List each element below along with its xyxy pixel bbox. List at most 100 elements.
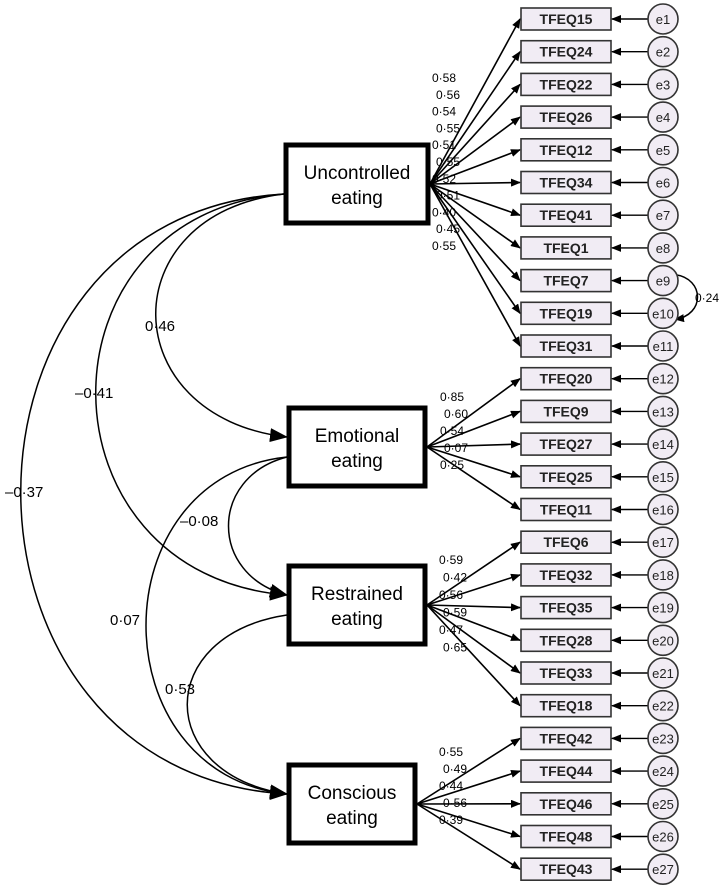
factor-correlation: 0·53 xyxy=(165,605,305,799)
loading-value: 0·56 xyxy=(439,588,463,602)
error-term-circle xyxy=(647,591,679,624)
loading-value: 0·59 xyxy=(443,606,467,620)
error-covariance: 0·24 xyxy=(665,269,719,323)
error-term-label: e18 xyxy=(652,568,674,583)
loading-path xyxy=(416,770,521,805)
loading-path xyxy=(429,50,521,185)
correlation-curve xyxy=(20,186,302,800)
indicator-tfeq46: TFEQ46 e25 xyxy=(520,787,679,820)
loading-path xyxy=(429,183,521,347)
error-term-label: e7 xyxy=(656,208,670,223)
error-term-label: e12 xyxy=(652,372,674,387)
loading-path xyxy=(416,803,521,870)
error-term-label: e1 xyxy=(656,12,670,27)
factor-correlation: –0·08 xyxy=(180,445,306,598)
error-term-circle xyxy=(647,395,679,428)
loading-path xyxy=(426,603,521,612)
loading-path xyxy=(429,116,521,185)
indicator-label: TFEQ28 xyxy=(540,632,593,648)
error-term-circle xyxy=(647,264,679,297)
indicator-label: TFEQ6 xyxy=(543,534,588,550)
factor-box xyxy=(286,563,428,647)
error-term-label: e14 xyxy=(652,437,674,452)
loading-value: 0·55 xyxy=(439,745,463,759)
factor-box xyxy=(286,762,418,846)
indicator-label: TFEQ33 xyxy=(540,665,593,681)
loading-value: 0·55 xyxy=(436,155,460,169)
error-term-circle xyxy=(647,297,679,330)
error-term-label: e10 xyxy=(652,306,674,321)
error-term-label: e2 xyxy=(656,45,670,60)
error-term-label: e4 xyxy=(656,110,670,125)
error-term-circle xyxy=(647,134,679,166)
error-term-label: e11 xyxy=(653,339,674,354)
indicator-label: TFEQ31 xyxy=(540,338,593,354)
loading-value: 0·42 xyxy=(443,571,467,585)
loading-value: 0·54 xyxy=(440,424,464,438)
error-term-circle xyxy=(647,232,679,264)
error-term-circle xyxy=(647,853,679,886)
indicator-label: TFEQ27 xyxy=(540,436,593,452)
error-covariance-curve xyxy=(665,269,699,323)
loading-path xyxy=(426,446,521,478)
error-term-label: e25 xyxy=(652,797,674,812)
factor-label: eating xyxy=(326,808,378,829)
loading-path xyxy=(426,573,521,606)
indicator-label: TFEQ44 xyxy=(540,763,593,779)
error-term-circle xyxy=(647,460,679,493)
error-term-label: e15 xyxy=(652,470,674,485)
loading-path xyxy=(426,541,521,606)
error-term-circle xyxy=(647,755,679,787)
correlation-curve xyxy=(227,445,306,598)
indicator-tfeq28: TFEQ28 e20 xyxy=(520,624,679,657)
correlation-value: –0·41 xyxy=(75,385,113,402)
factor-correlation: –0·37 xyxy=(5,186,302,800)
loading-path xyxy=(429,183,521,282)
error-term-label: e27 xyxy=(652,862,674,877)
node-layer: UncontrolledeatingEmotionaleatingRestrai… xyxy=(283,3,679,886)
indicator-label: TFEQ46 xyxy=(540,796,593,812)
indicator-tfeq19: TFEQ19 e10 xyxy=(520,297,679,330)
error-term-label: e22 xyxy=(652,699,674,714)
loading-value: 0·25 xyxy=(440,458,464,472)
loading-path xyxy=(426,378,521,448)
correlation-value: 0·46 xyxy=(145,318,175,335)
loading-value: 0·07 xyxy=(444,441,468,455)
loading-value: 0·55 xyxy=(432,239,456,253)
indicator-label: TFEQ35 xyxy=(540,600,593,616)
loading-path xyxy=(429,178,521,187)
loading-value: 0·51 xyxy=(432,138,456,152)
factor-correlation: 0·07 xyxy=(110,448,305,800)
error-term-label: e20 xyxy=(652,633,674,648)
error-term-circle xyxy=(647,624,679,657)
loading-value: 0·45 xyxy=(436,222,460,236)
error-term-label: e24 xyxy=(652,764,674,779)
factor-label: Restrained xyxy=(311,584,403,605)
error-term-circle xyxy=(647,68,679,101)
indicator-label: TFEQ19 xyxy=(540,305,593,321)
indicator-label: TFEQ7 xyxy=(543,273,588,289)
error-term-label: e8 xyxy=(656,241,670,256)
correlation-curve xyxy=(145,448,305,800)
factor-box xyxy=(283,142,431,226)
error-term-circle xyxy=(647,101,679,133)
error-term-label: e6 xyxy=(656,176,670,191)
factor-label: eating xyxy=(331,609,383,630)
factor-label: eating xyxy=(331,451,383,472)
error-term-circle xyxy=(647,330,679,362)
error-term-circle xyxy=(647,362,679,395)
loading-value: 0·47 xyxy=(439,623,463,637)
error-term-circle xyxy=(647,689,679,722)
error-term-label: e9 xyxy=(656,274,670,289)
error-term-circle xyxy=(647,820,679,853)
